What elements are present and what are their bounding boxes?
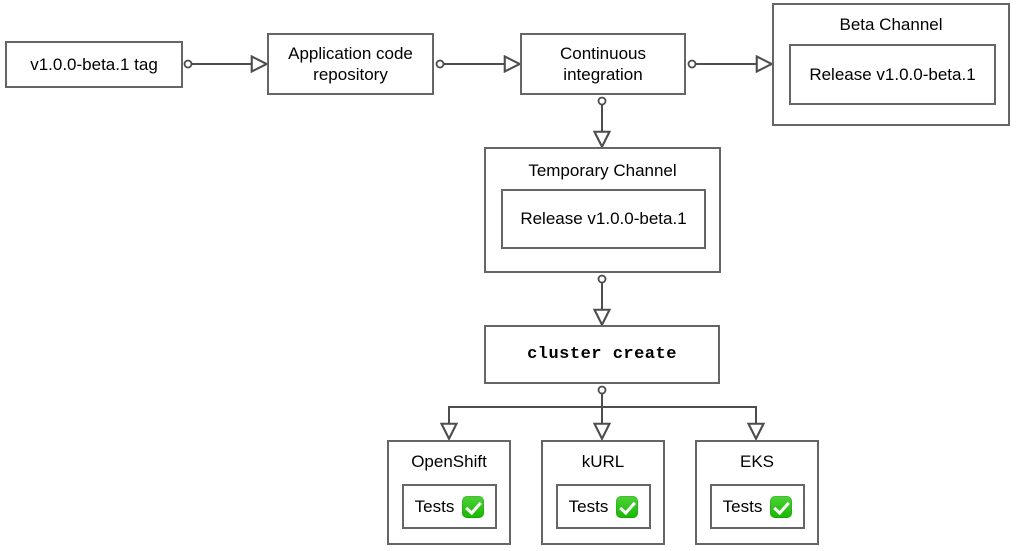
node-openshift-title: OpenShift (411, 452, 487, 471)
node-openshift-tests-label: Tests (414, 496, 455, 516)
node-beta-channel-release-label: Release v1.0.0-beta.1 (809, 64, 976, 84)
node-beta-channel[interactable]: Beta Channel Release v1.0.0-beta.1 (772, 3, 1010, 126)
node-eks-tests-label: Tests (722, 496, 763, 516)
white-heavy-check-mark-icon (462, 495, 485, 518)
edge-source-dot-ci-right (687, 59, 697, 69)
node-kurl-title: kURL (581, 452, 625, 471)
white-heavy-check-mark-icon (616, 495, 639, 518)
edge-source-dot-tag (183, 59, 193, 69)
edge-cluster-create-to-eks (601, 393, 756, 439)
node-eks[interactable]: EKS Tests (695, 440, 819, 545)
node-kurl-tests[interactable]: Tests (556, 484, 651, 529)
node-beta-channel-title: Beta Channel (839, 15, 943, 34)
node-version-tag-label: v1.0.0-beta.1 tag (30, 54, 158, 74)
node-cluster-create-label: cluster create (527, 344, 677, 364)
node-openshift-tests[interactable]: Tests (402, 484, 497, 529)
node-temporary-channel-release-label: Release v1.0.0-beta.1 (520, 209, 687, 229)
edge-source-dot-ci-bottom (597, 96, 607, 106)
edge-source-dot-cluster-create (597, 385, 607, 395)
node-beta-channel-release[interactable]: Release v1.0.0-beta.1 (789, 44, 996, 105)
node-kurl-tests-label: Tests (568, 496, 609, 516)
node-eks-tests[interactable]: Tests (710, 484, 805, 529)
node-application-code-repository-label: Application code repository (288, 43, 413, 84)
node-continuous-integration-label: Continuous integration (559, 43, 646, 84)
node-temporary-channel-title: Temporary Channel (528, 161, 677, 180)
node-openshift[interactable]: OpenShift Tests (387, 440, 511, 545)
node-temporary-channel-release[interactable]: Release v1.0.0-beta.1 (501, 189, 706, 249)
node-cluster-create[interactable]: cluster create (484, 325, 720, 384)
edge-cluster-create-to-openshift (449, 393, 603, 439)
white-heavy-check-mark-icon (770, 495, 793, 518)
node-application-code-repository[interactable]: Application code repository (267, 33, 434, 95)
node-temporary-channel[interactable]: Temporary Channel Release v1.0.0-beta.1 (484, 147, 721, 273)
node-eks-title: EKS (739, 452, 775, 471)
node-kurl[interactable]: kURL Tests (541, 440, 665, 545)
node-version-tag[interactable]: v1.0.0-beta.1 tag (5, 41, 183, 88)
edge-source-dot-temporary-channel (597, 274, 607, 284)
node-continuous-integration[interactable]: Continuous integration (520, 33, 686, 95)
edge-source-dot-repository (435, 59, 445, 69)
